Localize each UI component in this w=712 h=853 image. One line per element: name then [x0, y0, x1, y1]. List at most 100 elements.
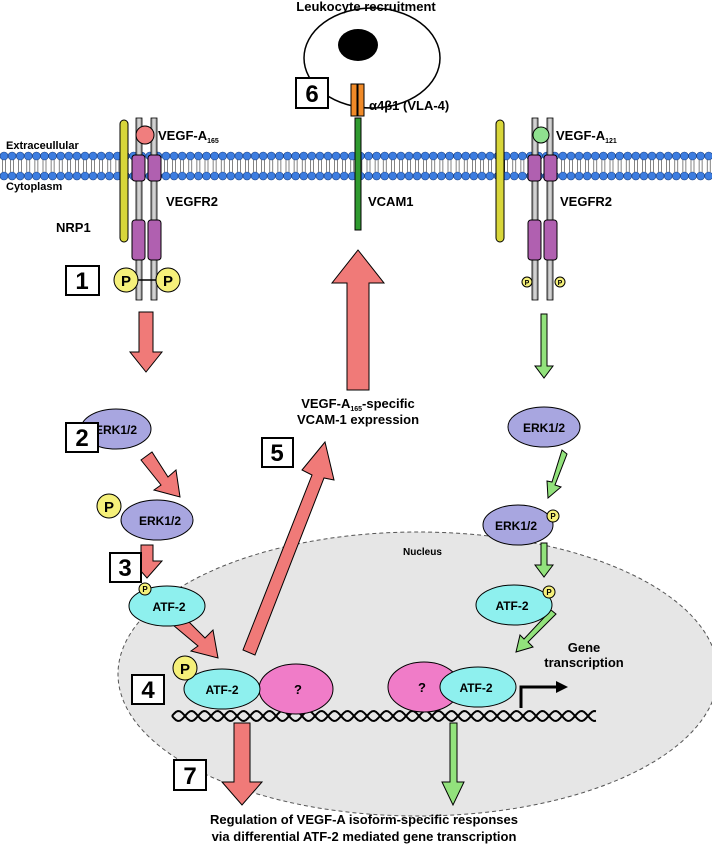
lipid-head	[226, 171, 236, 181]
lipid-head	[404, 171, 414, 181]
vegf-a121-label: VEGF-A121	[556, 128, 617, 145]
atf2-right-bound-label: ATF-2	[459, 681, 492, 695]
atf2-right	[475, 584, 553, 626]
lipid-head	[590, 171, 600, 181]
lipid-tail	[674, 160, 679, 172]
erk-right-2	[482, 504, 554, 546]
footer-line1: Regulation of VEGF-A isoform-specific re…	[210, 812, 518, 827]
phospho-left-1-label: P	[121, 273, 131, 290]
lipid-head	[607, 171, 616, 181]
extracellular-label: Extraceullular	[6, 140, 79, 152]
vegfr2-right-domain-a1	[527, 154, 542, 182]
lipid-head	[364, 151, 373, 161]
step-1-box: 1	[65, 265, 100, 296]
lipid-head	[412, 171, 422, 181]
lipid-tail	[188, 160, 193, 172]
lipid-head	[96, 171, 106, 181]
phospho-right-2	[554, 276, 566, 288]
lipid-head	[437, 151, 446, 161]
lipid-tail	[83, 160, 87, 172]
footer-line2: via differential ATF-2 mediated gene tra…	[212, 829, 517, 844]
lipid-head	[663, 151, 673, 161]
lipid-head	[32, 151, 41, 161]
lipid-head	[88, 151, 98, 161]
lipid-head	[696, 171, 705, 181]
phospho-atf2-left	[138, 582, 152, 596]
lipid-head	[599, 171, 608, 181]
right-receptor-complex: P P	[495, 117, 566, 301]
lipid-head	[623, 171, 633, 181]
nrp1-label: NRP1	[56, 220, 91, 235]
lipid-tail	[204, 160, 209, 172]
lipid-tail	[115, 160, 120, 172]
lipid-head	[469, 151, 479, 161]
atf2-left-bound-label: ATF-2	[205, 683, 238, 697]
lipid-tail	[431, 160, 436, 172]
lipid-tail	[472, 160, 476, 172]
green-arrow-3	[534, 542, 554, 578]
leukocyte-nucleus	[338, 29, 378, 61]
arrow-6-to-vcam1	[330, 249, 386, 391]
phospho-atf2-left-label: P	[142, 585, 148, 594]
lipid-head	[412, 151, 422, 161]
lipid-head	[420, 171, 430, 181]
lipid-head	[574, 171, 584, 181]
lipid-head	[485, 171, 495, 181]
lipid-head	[663, 171, 673, 181]
lipid-head	[202, 151, 211, 161]
lipid-tail	[58, 160, 63, 172]
lipid-head	[647, 151, 657, 161]
lipid-tail	[285, 160, 290, 172]
lipid-tail	[690, 160, 695, 172]
nucleus-label: Nucleus	[403, 547, 442, 558]
vegf-a165-label: VEGF-A165	[158, 128, 219, 145]
lipid-tail	[585, 160, 589, 172]
lipid-head	[558, 151, 568, 161]
lipid-head	[469, 171, 479, 181]
lipid-tail	[18, 160, 22, 172]
lipid-head	[655, 151, 665, 161]
lipid-head	[372, 171, 381, 181]
lipid-head	[56, 171, 66, 181]
erk-right-2-label: ERK1/2	[495, 519, 537, 533]
step-5-box: 5	[261, 437, 294, 468]
partner-right-label: ?	[418, 680, 426, 695]
integrin-label: α4β1 (VLA-4)	[369, 98, 449, 113]
lipid-tail	[50, 160, 55, 172]
arrow-erk-phospho	[140, 451, 181, 498]
lipid-head	[161, 171, 171, 181]
step-6-label: 6	[305, 81, 318, 108]
lipid-head	[194, 171, 203, 181]
lipid-head	[518, 151, 527, 161]
vcam1-label: VCAM1	[368, 194, 414, 209]
lipid-tail	[374, 160, 379, 172]
lipid-head	[704, 171, 712, 181]
step-1-label: 1	[75, 268, 88, 295]
lipid-head	[0, 151, 9, 161]
lipid-head	[655, 171, 665, 181]
lipid-head	[623, 151, 633, 161]
lipid-tail	[480, 160, 484, 172]
lipid-head	[218, 171, 227, 181]
vegf-a165-ligand	[135, 125, 155, 145]
green-arrow-4	[515, 609, 557, 653]
step-4-box: 4	[131, 674, 165, 705]
partner-left-label: ?	[294, 682, 302, 697]
vegf-a121-ligand	[532, 126, 550, 144]
nrp1-left	[119, 119, 129, 243]
lipid-head	[615, 171, 624, 181]
lipid-tail	[561, 160, 565, 172]
vegfr2-left-rod-b	[150, 117, 158, 301]
leukocyte	[303, 7, 441, 109]
lipid-head	[582, 171, 592, 181]
lipid-head	[461, 171, 471, 181]
lipid-head	[396, 171, 406, 181]
lipid-tail	[447, 160, 452, 172]
lipid-head	[380, 151, 390, 161]
phospho-atf2-right	[542, 585, 556, 599]
lipid-tail	[682, 160, 687, 172]
lipid-head	[266, 171, 276, 181]
lipid-head	[445, 171, 454, 181]
vegfr2-left-domain-a2	[131, 219, 146, 261]
dna-strand-a	[171, 709, 597, 723]
